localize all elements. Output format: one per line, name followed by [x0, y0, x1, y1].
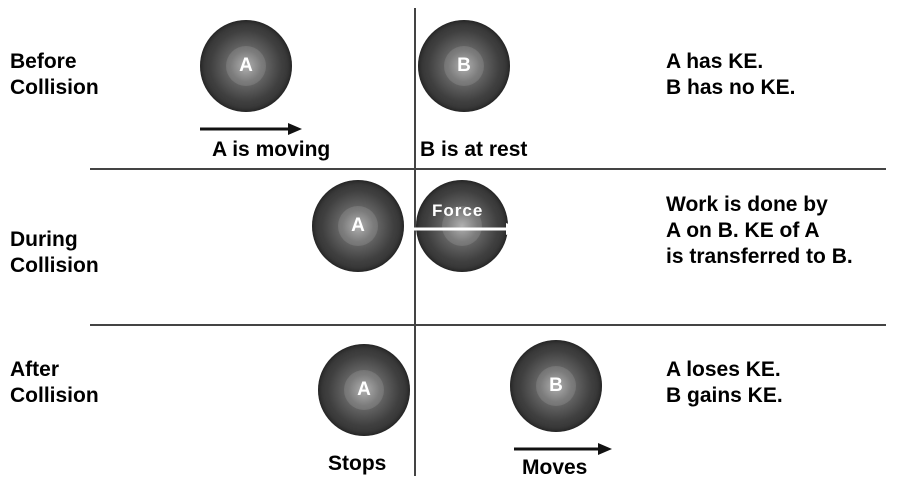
caption-a-moving: A is moving [212, 138, 331, 161]
row-label-during-2: Collision [10, 254, 99, 277]
caption-stops: Stops [328, 452, 387, 475]
ball-a-after: A [318, 344, 410, 436]
ball-b-during [416, 180, 508, 272]
force-arrow-icon [412, 223, 520, 235]
ball-a-letter: A [357, 379, 371, 400]
ball-b-after: B [510, 340, 602, 432]
horizontal-divider-top [90, 168, 886, 170]
caption-moves: Moves [522, 456, 588, 479]
row-label-after-1: After [10, 358, 60, 381]
desc-before-1: A has KE. [666, 50, 764, 73]
ball-a-letter: A [351, 215, 365, 236]
ball-b-before: B [418, 20, 510, 112]
row-label-after-2: Collision [10, 384, 99, 407]
force-label: Force [432, 201, 484, 220]
horizontal-divider-bottom [90, 324, 886, 326]
ball-b-letter: B [549, 375, 563, 396]
desc-during-3: is transferred to B. [666, 245, 853, 268]
motion-arrow-b-icon [514, 443, 612, 455]
ball-b-letter: B [457, 55, 471, 76]
ball-a-before: A [200, 20, 292, 112]
row-label-before-1: Before [10, 50, 77, 73]
row-label-during-1: During [10, 228, 78, 251]
desc-before-2: B has no KE. [666, 76, 796, 99]
caption-b-rest: B is at rest [420, 138, 528, 161]
desc-after-2: B gains KE. [666, 384, 783, 407]
desc-after-1: A loses KE. [666, 358, 781, 381]
motion-arrow-a-icon [200, 123, 302, 135]
ball-a-letter: A [239, 55, 253, 76]
ball-a-during: A [312, 180, 404, 272]
row-label-before-2: Collision [10, 76, 99, 99]
desc-during-1: Work is done by [666, 193, 828, 216]
desc-during-2: A on B. KE of A [666, 219, 820, 242]
vertical-divider [414, 8, 416, 476]
